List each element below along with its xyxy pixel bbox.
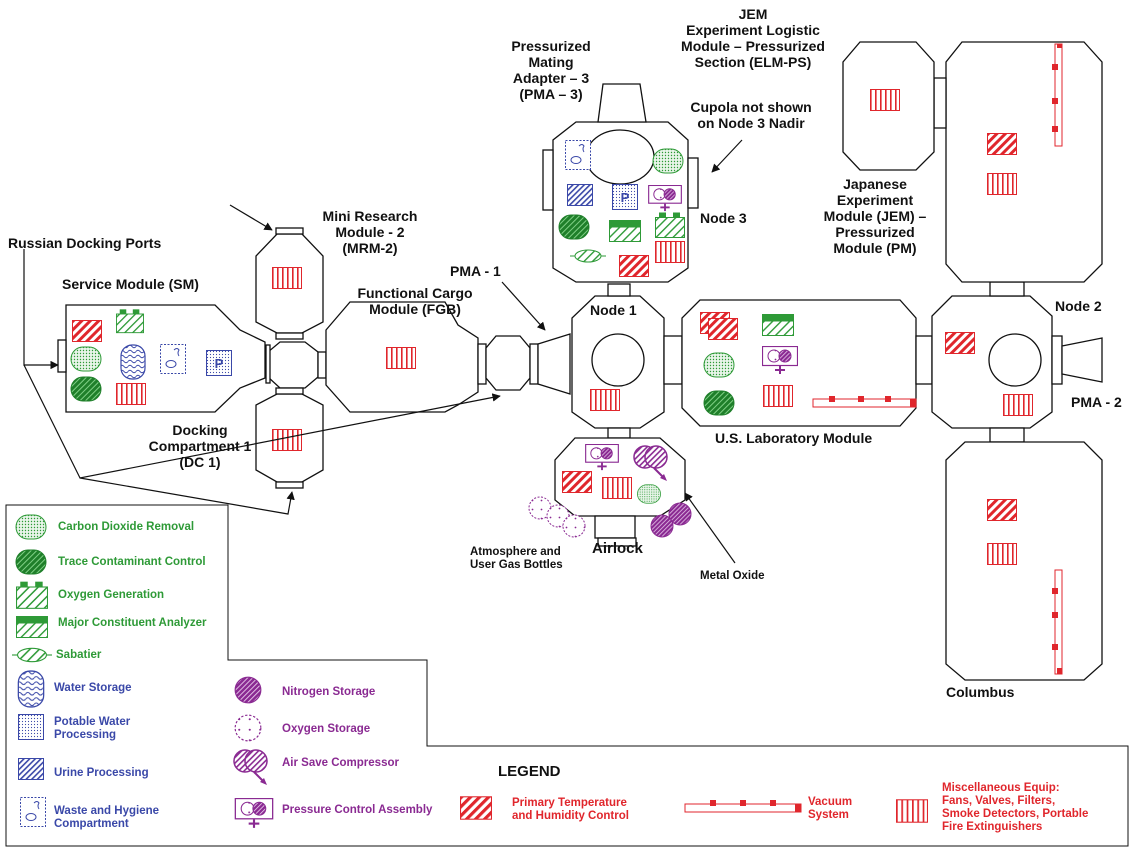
legend-waste-icon — [20, 796, 46, 828]
legend-temp-icon — [460, 796, 492, 820]
columbus-outline — [945, 441, 1103, 681]
urine-processing-icon — [567, 184, 593, 206]
node2-label: Node 2 — [1055, 298, 1102, 314]
legend-mca-icon — [15, 616, 49, 638]
columbus-label: Columbus — [946, 684, 1015, 700]
misc-equipment-icon — [870, 88, 900, 112]
legend-box — [5, 504, 1129, 847]
primary-temperature-humidity-icon — [619, 254, 649, 278]
legend-pca-label: Pressure Control Assembly — [282, 804, 433, 816]
legend-title: LEGEND — [498, 763, 561, 780]
pma3-outline — [597, 83, 647, 123]
major-constituent-analyzer-icon — [762, 314, 794, 336]
airlock-label: Airlock — [592, 540, 643, 557]
pma2-label: PMA - 2 — [1071, 394, 1122, 410]
trace-contaminant-icon — [703, 390, 735, 416]
major-constituent-analyzer-icon — [609, 220, 641, 242]
potable-water-icon — [206, 350, 232, 376]
primary-temperature-humidity-icon — [708, 318, 738, 340]
legend-air-save-label: Air Save Compressor — [282, 757, 399, 769]
metal-oxide-label: Metal Oxide — [700, 570, 765, 582]
node3-label: Node 3 — [700, 210, 747, 226]
legend-co2-icon — [15, 514, 47, 540]
carbon-dioxide-removal-icon — [652, 148, 684, 174]
legend-misc-icon — [896, 799, 928, 823]
oxygen-storage-icon — [562, 514, 586, 538]
pma1-label: PMA - 1 — [450, 263, 501, 279]
legend-misc-label: Miscellaneous Equip:Fans, Valves, Filter… — [942, 782, 1089, 833]
pma2-outline — [1061, 337, 1103, 383]
legend-nitrogen-label: Nitrogen Storage — [282, 686, 376, 698]
legend-urine-label: Urine Processing — [54, 767, 149, 779]
misc-equipment-icon — [590, 388, 620, 412]
node1-label: Node 1 — [590, 302, 637, 318]
legend-tcc-label: Trace Contaminant Control — [58, 556, 206, 568]
legend-nitrogen-icon — [234, 676, 262, 704]
nitrogen-storage-icon — [650, 514, 674, 538]
sm-hub-outline — [267, 341, 319, 389]
jem-pm-outline — [945, 41, 1103, 283]
legend-oxygen-icon — [234, 714, 262, 742]
misc-equipment-icon — [987, 172, 1017, 196]
misc-equipment-icon — [763, 384, 793, 408]
trace-contaminant-icon — [70, 376, 102, 402]
trace-contaminant-icon — [558, 214, 590, 240]
legend-tcc-icon — [15, 549, 47, 575]
service-module-label: Service Module (SM) — [62, 276, 199, 292]
misc-equipment-icon — [116, 382, 146, 406]
carbon-dioxide-removal-icon — [703, 352, 735, 378]
waste-hygiene-icon — [160, 344, 186, 374]
misc-equipment-icon — [987, 542, 1017, 566]
legend-co2-label: Carbon Dioxide Removal — [58, 521, 195, 533]
us-lab-outline — [681, 299, 917, 427]
misc-equipment-icon — [386, 346, 416, 370]
legend-urine-icon — [18, 758, 44, 780]
carbon-dioxide-removal-icon — [637, 484, 661, 504]
primary-temperature-humidity-icon — [945, 332, 975, 354]
legend-mca-label: Major Constituent Analyzer — [58, 617, 207, 629]
misc-equipment-icon — [272, 266, 302, 290]
primary-temperature-humidity-icon — [72, 320, 102, 342]
misc-equipment-icon — [1003, 394, 1033, 416]
carbon-dioxide-removal-icon — [70, 346, 102, 372]
legend-o2gen-label: Oxygen Generation — [58, 589, 165, 601]
legend-potable-icon — [18, 714, 44, 740]
primary-temperature-humidity-icon — [562, 470, 592, 494]
misc-equipment-icon — [655, 240, 685, 264]
vacuum-system-lab — [812, 396, 917, 408]
legend-oxygen-label: Oxygen Storage — [282, 723, 371, 735]
misc-equipment-icon — [602, 476, 632, 500]
legend-water-storage-label: Water Storage — [54, 682, 132, 694]
waste-hygiene-icon — [565, 140, 591, 170]
primary-temperature-humidity-icon — [987, 498, 1017, 522]
legend-water-storage-icon — [17, 670, 45, 708]
russian-docking-ports-label: Russian Docking Ports — [8, 235, 162, 251]
legend-sabatier-label: Sabatier — [56, 649, 102, 661]
legend-vacuum-icon — [684, 800, 802, 813]
us-lab-label: U.S. Laboratory Module — [715, 430, 873, 446]
pma1-outline — [485, 335, 531, 391]
potable-water-icon — [612, 184, 638, 210]
vacuum-system-jem — [1052, 43, 1063, 147]
vacuum-system-columbus — [1052, 569, 1063, 675]
primary-temperature-humidity-icon — [987, 132, 1017, 156]
water-storage-icon — [120, 344, 146, 380]
